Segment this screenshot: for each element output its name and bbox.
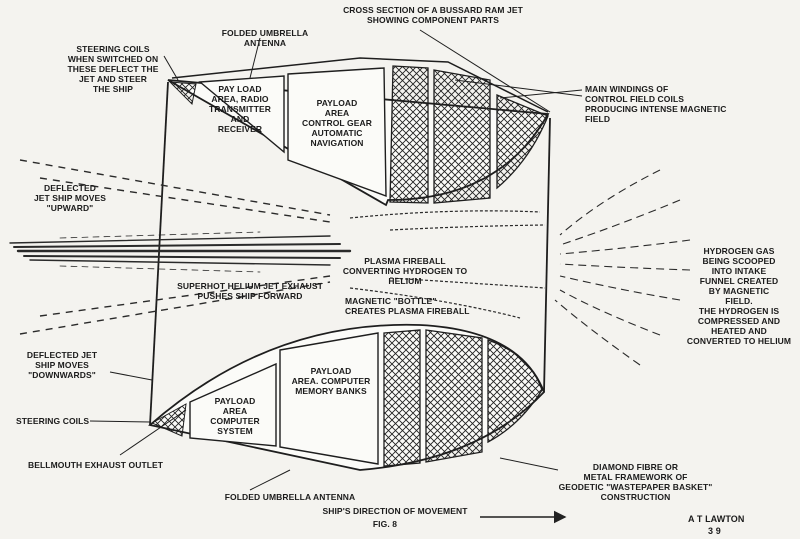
- magnetic-bottle-label: MAGNETIC "BOTTLE" CREATES PLASMA FIREBAL…: [345, 296, 495, 316]
- steering-coils-top-label: STEERING COILS WHEN SWITCHED ON THESE DE…: [58, 44, 168, 94]
- bellmouth-label: BELLMOUTH EXHAUST OUTLET: [28, 460, 228, 470]
- umbrella-antenna-top-label: FOLDED UMBRELLA ANTENNA: [215, 28, 315, 48]
- payload-computer-label: PAYLOAD AREA COMPUTER SYSTEM: [196, 396, 274, 436]
- steering-coils-bottom-label: STEERING COILS: [16, 416, 126, 426]
- hydrogen-gas-label: HYDROGEN GAS BEING SCOOPED INTO INTAKE F…: [680, 246, 798, 346]
- superhot-exhaust-label: SUPERHOT HELIUM JET EXHAUST PUSHES SHIP …: [150, 281, 350, 301]
- payload-memory-label: PAYLOAD AREA. COMPUTER MEMORY BANKS: [286, 366, 376, 396]
- umbrella-antenna-bottom-label: FOLDED UMBRELLA ANTENNA: [210, 492, 370, 502]
- plasma-fireball-label: PLASMA FIREBALL CONVERTING HYDROGEN TO H…: [330, 256, 480, 286]
- deflected-up-label: DEFLECTED JET SHIP MOVES "UPWARD": [20, 183, 120, 213]
- direction-label: SHIP'S DIRECTION OF MOVEMENT: [300, 506, 490, 516]
- main-windings-label: MAIN WINDINGS OF CONTROL FIELD COILS PRO…: [585, 84, 765, 124]
- payload-control-label: PAYLOAD AREA CONTROL GEAR AUTOMATIC NAVI…: [292, 98, 382, 148]
- figure-number: FIG. 8: [355, 519, 415, 529]
- diamond-fibre-label: DIAMOND FIBRE OR METAL FRAMEWORK OF GEOD…: [548, 462, 723, 502]
- exhaust-jet: [10, 232, 350, 272]
- hydrogen-intake-lines: [555, 170, 690, 365]
- title-label: CROSS SECTION OF A BUSSARD RAM JET SHOWI…: [318, 5, 548, 25]
- author-signature: A T LAWTON: [688, 514, 768, 524]
- payload-radio-label: PAY LOAD AREA, RADIO TRANSMITTER AND REC…: [198, 84, 282, 134]
- author-number: 3 9: [708, 526, 768, 536]
- deflected-down-label: DEFLECTED JET SHIP MOVES "DOWNWARDS": [12, 350, 112, 380]
